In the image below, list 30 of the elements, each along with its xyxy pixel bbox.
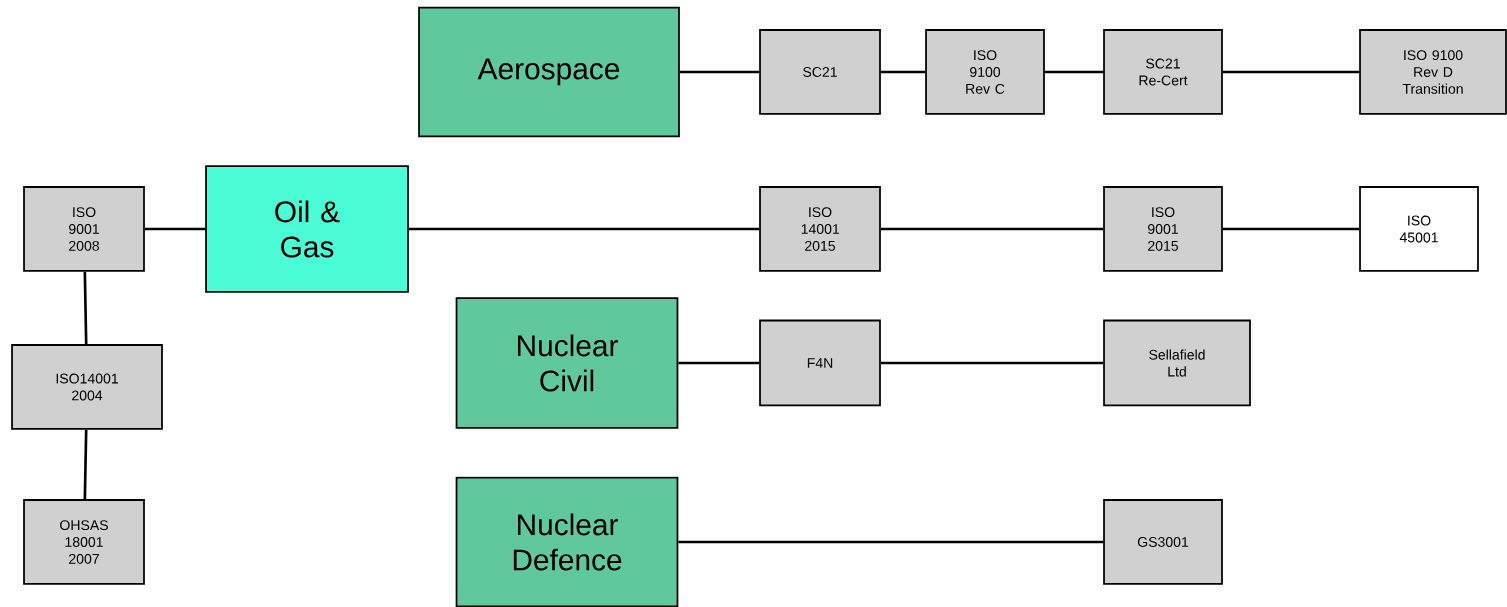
standard-box: ISO 45001: [1359, 186, 1479, 272]
connector-line: [880, 227, 1104, 231]
standard-box: ISO 14001 2015: [759, 186, 881, 272]
connector-line: [880, 361, 1104, 365]
connector-line: [1222, 227, 1360, 231]
standard-box: ISO 9001 2015: [1103, 186, 1223, 272]
standard-box: GS3001: [1103, 499, 1223, 585]
connector-line: [1044, 70, 1104, 74]
sector-box: Nuclear Defence: [455, 476, 679, 607]
sector-box: Oil & Gas: [205, 165, 409, 293]
standard-box: ISO 9100 Rev D Transition: [1359, 29, 1507, 115]
connector-line: [83, 429, 88, 500]
connector-line: [83, 271, 88, 345]
standard-box: OHSAS 18001 2007: [23, 499, 145, 585]
standard-box: ISO 9100 Rev C: [925, 29, 1045, 115]
standard-box: SC21: [759, 29, 881, 115]
standard-box: ISO14001 2004: [11, 344, 163, 430]
connector-line: [678, 540, 1104, 544]
connector-line: [1222, 70, 1360, 74]
connector-line: [679, 70, 760, 74]
standard-box: SC21 Re-Cert: [1103, 29, 1223, 115]
sector-box: Nuclear Civil: [455, 297, 679, 429]
sector-box: Aerospace: [418, 6, 680, 138]
connector-line: [678, 361, 760, 365]
connector-line: [408, 227, 760, 231]
standard-box: ISO 9001 2008: [23, 186, 145, 272]
standard-box: F4N: [759, 319, 881, 407]
connector-line: [144, 227, 206, 231]
connector-line: [880, 70, 926, 74]
standard-box: Sellafield Ltd: [1103, 319, 1251, 407]
